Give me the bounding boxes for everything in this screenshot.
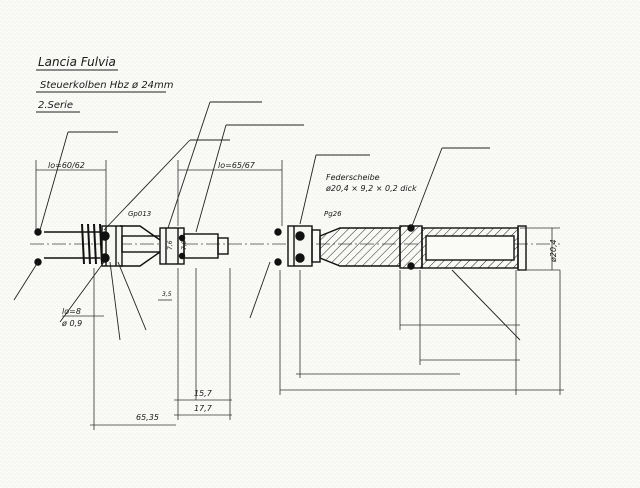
dim-15-7: 15,7	[194, 389, 213, 398]
title-line-2: Steuerkolben Hbz ø 24mm	[40, 80, 174, 91]
left-spring-assembly	[34, 223, 163, 267]
spring-left-length: lo=60/62	[48, 161, 85, 170]
federscheibe-label: Federscheibe	[326, 173, 380, 182]
side-dim-1: 7,6	[167, 240, 174, 250]
side-dim-2: 7,9	[181, 240, 188, 250]
tiny-dim: 3,5	[162, 291, 172, 298]
annotations: lo=60/62 lo=65/67 lo=8 ø 0,9 Gp013 Feder…	[48, 161, 558, 422]
seal-label: Pg26	[324, 210, 342, 218]
ring-code: Gp013	[128, 210, 151, 218]
main-piston	[274, 224, 527, 271]
dim-65-35: 65,35	[136, 413, 159, 422]
washer-spec: ø20,4 × 9,2 × 0,2 dick	[325, 184, 417, 193]
small-spring-length: lo=8	[62, 307, 81, 316]
wire-diameter: ø 0,9	[61, 319, 82, 328]
spring-right-length: lo=65/67	[218, 161, 256, 170]
leader-lines	[13, 101, 521, 341]
left-piston	[159, 227, 229, 265]
dim-17-7: 17,7	[194, 404, 213, 413]
title-line-1: Lancia Fulvia	[38, 55, 116, 69]
dimension-lines	[35, 160, 564, 430]
title-line-3: 2.Serie	[38, 100, 73, 111]
dia-20-4: ø20,4	[549, 239, 558, 263]
title-block: Lancia Fulvia Steuerkolben Hbz ø 24mm 2.…	[36, 55, 174, 113]
